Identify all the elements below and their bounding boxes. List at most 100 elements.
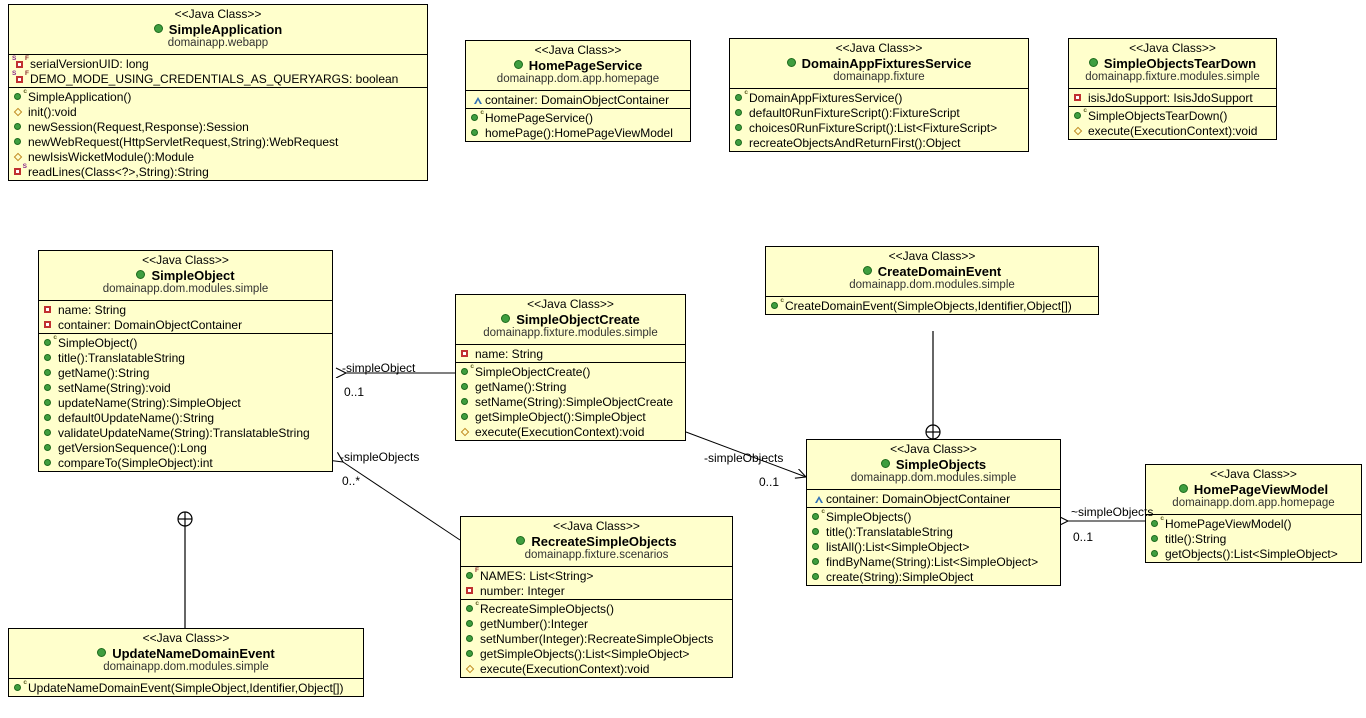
public-method-icon [465,617,478,630]
class-box-homepageviewmodel[interactable]: <<Java Class>> HomePageViewModel domaina… [1145,464,1362,564]
class-stereotype: <<Java Class>> [890,442,977,456]
method-row: init():void [9,104,427,119]
private-field-icon [465,584,478,597]
class-name: SimpleApplication [13,21,423,37]
public-constructor-icon: c [13,680,27,694]
public-static-final-field-icon: F [465,568,479,582]
public-method-icon [43,426,56,439]
private-field-icon [43,303,56,316]
edge-label-simpleobjects-left-role: -simpleObjects [340,450,420,464]
method-row: validateUpdateName(String):TranslatableS… [39,425,332,440]
class-stereotype: <<Java Class>> [174,7,262,21]
public-method-icon [811,525,824,538]
class-box-recreatesimpleobjects[interactable]: <<Java Class>> RecreateSimpleObjects dom… [460,516,733,679]
class-header: <<Java Class>> HomePageViewModel domaina… [1146,465,1361,516]
field-row: number: Integer [461,583,732,598]
public-method-icon [460,380,473,393]
method-row: newWebRequest(HttpServletRequest,String)… [9,134,427,149]
class-box-simpleobjects[interactable]: <<Java Class>> SimpleObjects domainapp.d… [806,439,1061,587]
method-row: listAll():List<SimpleObject> [807,539,1060,554]
public-method-icon [465,632,478,645]
protected-method-icon [13,105,26,118]
private-field-icon [460,347,473,360]
class-header: <<Java Class>> SimpleObjects domainapp.d… [807,440,1060,491]
public-method-icon [734,121,747,134]
class-box-simpleobjectsteardown[interactable]: <<Java Class>> SimpleObjectsTearDown dom… [1068,38,1277,141]
class-package: domainapp.dom.app.homepage [496,73,660,86]
public-method-icon [811,555,824,568]
class-package: domainapp.dom.modules.simple [850,472,1017,485]
fields-section: container: DomainObjectContainer [466,91,690,110]
class-package: domainapp.webapp [167,37,269,50]
class-box-simpleapplication[interactable]: <<Java Class>> SimpleApplication domaina… [8,4,428,182]
public-method-icon [43,351,56,364]
class-stereotype: <<Java Class>> [835,41,923,55]
public-method-icon [470,126,483,139]
class-stereotype: <<Java Class>> [142,631,230,645]
edge-label-simpleobject-role: -simpleObject [342,361,416,375]
class-package: domainapp.fixture.modules.simple [483,327,658,340]
method-row: execute(ExecutionContext):void [456,424,685,439]
public-method-icon [13,120,26,133]
class-box-homepageservice[interactable]: <<Java Class>> HomePageService domainapp… [465,40,691,143]
class-stereotype: <<Java Class>> [1129,41,1216,55]
method-row: getName():String [39,365,332,380]
field-row: name: String [39,302,332,317]
public-method-icon [43,456,56,469]
protected-method-icon [1073,124,1086,137]
java-class-icon [136,267,149,280]
method-row: newIsisWicketModule():Module [9,149,427,164]
edge-mult-simpleobjects-left: 0..* [342,474,361,488]
method-row: getNumber():Integer [461,616,732,631]
java-class-icon [501,311,514,324]
public-method-icon [1150,532,1163,545]
class-box-updatenamedomainevent[interactable]: <<Java Class>> UpdateNameDomainEvent dom… [8,628,364,698]
method-row: homePage():HomePageViewModel [466,125,690,140]
edge-mult-simpleobject: 0..1 [344,385,365,399]
class-name: HomePageService [470,57,686,73]
class-header: <<Java Class>> UpdateNameDomainEvent dom… [9,629,363,680]
class-box-simpleobjectcreate[interactable]: <<Java Class>> SimpleObjectCreate domain… [455,294,686,442]
public-method-icon [43,366,56,379]
method-row: default0RunFixtureScript():FixtureScript [730,105,1028,120]
public-method-icon [465,647,478,660]
method-row: setNumber(Integer):RecreateSimpleObjects [461,631,732,646]
class-box-domainappfixturesservice[interactable]: <<Java Class>> DomainAppFixturesService … [729,38,1029,153]
private-static-method-icon: S [13,164,27,178]
public-method-icon [1150,547,1163,560]
class-stereotype: <<Java Class>> [1210,467,1297,481]
class-box-simpleobject[interactable]: <<Java Class>> SimpleObject domainapp.do… [38,250,333,473]
class-package: domainapp.fixture.modules.simple [1085,71,1260,84]
class-box-createdomainevent[interactable]: <<Java Class>> CreateDomainEvent domaina… [765,246,1099,316]
method-row: default0UpdateName():String [39,410,332,425]
method-row: title():String [1146,531,1361,546]
class-name: SimpleObjectCreate [460,311,681,327]
method-row: compareTo(SimpleObject):int [39,455,332,470]
public-method-icon [734,136,747,149]
public-constructor-icon: c [13,89,27,103]
fields-section: container: DomainObjectContainer [807,490,1060,509]
class-package: domainapp.dom.modules.simple [849,279,1015,292]
field-row: isisJdoSupport: IsisJdoSupport [1069,90,1276,105]
class-name: SimpleObjectsTearDown [1073,55,1272,71]
method-row: getObjects():List<SimpleObject> [1146,546,1361,561]
